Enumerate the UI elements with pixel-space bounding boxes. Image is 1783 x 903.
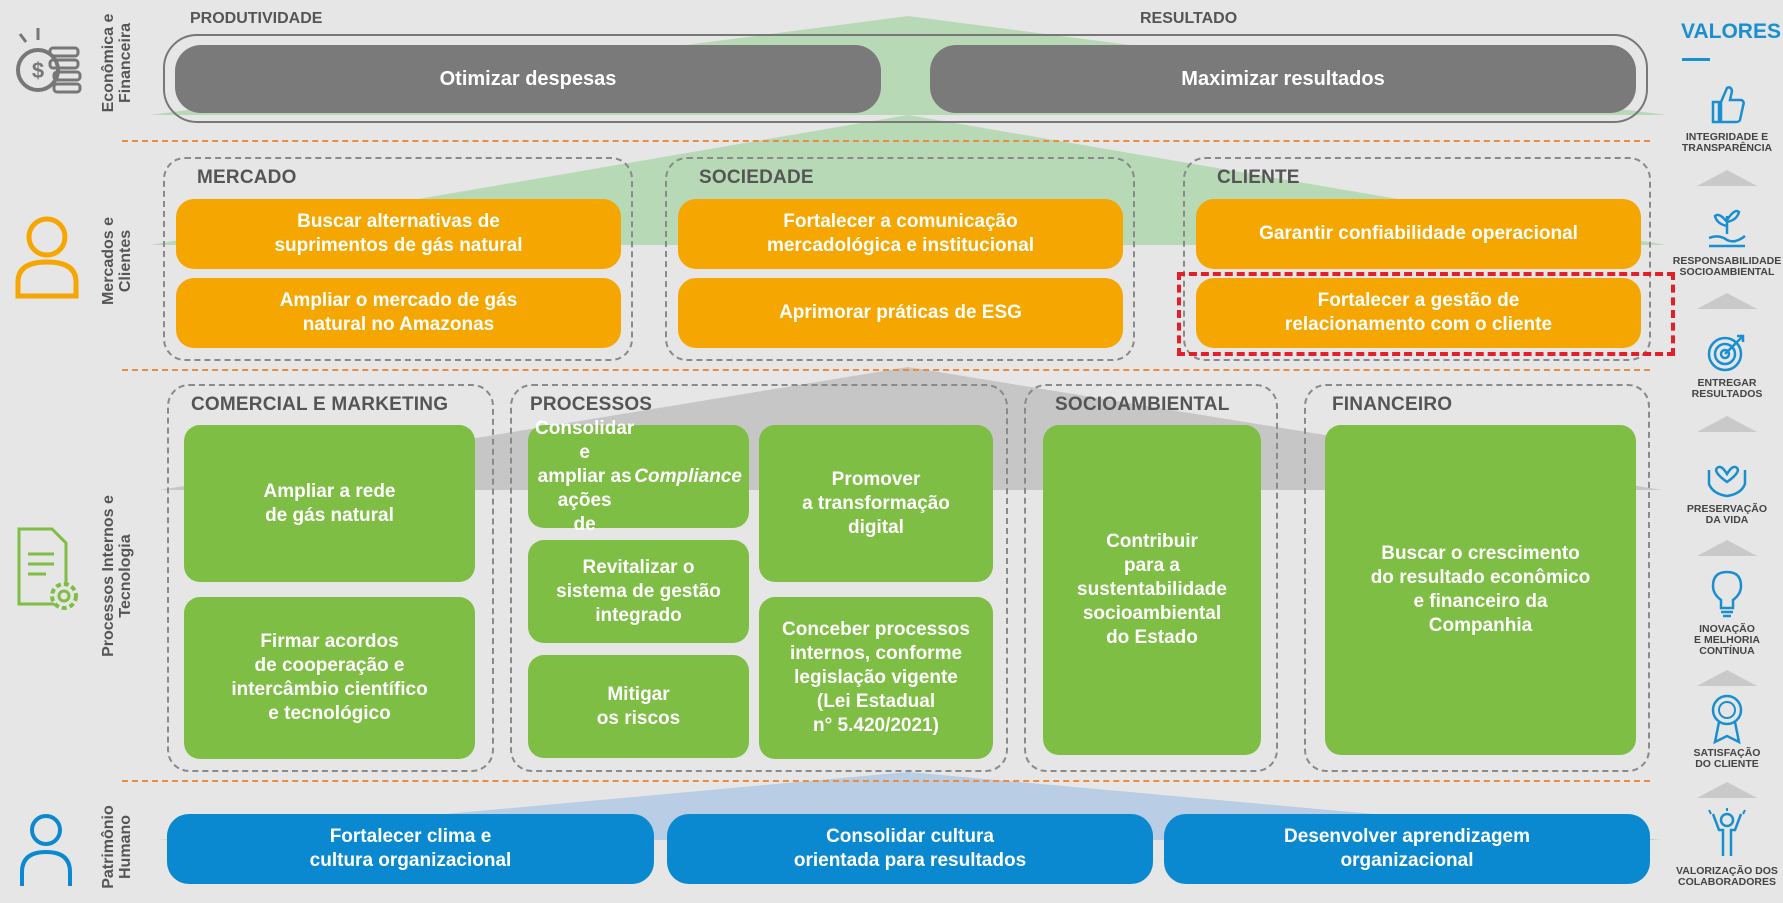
thumbs-up-icon [1672,82,1782,132]
objective-otimizar-despesas: Otimizar despesas [175,45,881,113]
objective-fortalecer-relacionamento: Fortalecer a gestão de relacionamento co… [1196,278,1641,348]
highlight-frame [1177,272,1675,356]
person-icon [12,212,82,302]
value-integridade: INTEGRIDADE E TRANSPARÊNCIA [1672,82,1782,154]
divider-1 [122,140,1650,142]
value-label: PRESERVAÇÃO DA VIDA [1686,503,1768,526]
value-inovacao: INOVAÇÃO E MELHORIA CONTÍNUA [1672,568,1782,657]
objective-mitigar-riscos: Mitigar os riscos [528,655,749,758]
value-label: VALORIZAÇÃO DOS COLABORADORES [1676,865,1778,888]
plant-hand-icon [1672,204,1782,256]
group-title-socioambiental: SOCIOAMBIENTAL [1055,394,1230,415]
group-mercado [163,157,633,361]
group-sociedade [665,157,1135,361]
value-label: INTEGRIDADE E TRANSPARÊNCIA [1681,131,1773,154]
heart-hands-icon [1672,452,1782,504]
objective-ampliar-mercado: Ampliar o mercado de gás natural no Amaz… [176,278,621,348]
money-coins-icon: $ [8,20,84,102]
objective-desenvolver-aprendizagem: Desenvolver aprendizagem organizacional [1164,814,1650,884]
group-title-financeiro: FINANCEIRO [1332,394,1453,415]
value-label: RESPONSABILIDADE SOCIOAMBIENTAL [1672,255,1782,278]
group-socioambiental [1024,384,1278,772]
value-valorizacao: VALORIZAÇÃO DOS COLABORADORES [1672,808,1782,888]
value-label: ENTREGAR RESULTADOS [1691,377,1763,400]
divider-2 [122,369,1650,371]
value-label: SATISFAÇÃO DO CLIENTE [1693,747,1761,770]
employee-icon [18,812,74,888]
chevron-up-icon [1697,170,1757,186]
group-title-processos: PROCESSOS [530,394,653,415]
value-satisfacao: SATISFAÇÃO DO CLIENTE [1672,692,1782,770]
objective-fortalecer-clima: Fortalecer clima e cultura organizaciona… [167,814,654,884]
objective-revitalizar-sistema: Revitalizar o sistema de gestão integrad… [528,540,749,643]
chevron-up-icon [1697,416,1757,432]
objective-consolidar-compliance: Consolidar e ampliar as ações de Complia… [528,418,749,535]
value-preservacao: PRESERVAÇÃO DA VIDA [1672,452,1782,526]
divider-3 [122,780,1650,782]
group-title-sociedade: SOCIEDADE [699,167,814,188]
chevron-up-icon [1697,540,1757,556]
lightbulb-icon [1672,568,1782,624]
group-title-cliente: CLIENTE [1217,167,1300,188]
target-icon [1672,330,1782,378]
objective-ampliar-rede: Ampliar a rede de gás natural [184,425,475,582]
objective-buscar-alternativas: Buscar alternativas de suprimentos de gá… [176,199,621,269]
valores-title: VALORES [1681,20,1781,43]
objective-conceber-processos: Conceber processos internos, conforme le… [759,597,993,759]
group-title-comercial: COMERCIAL E MARKETING [191,394,449,415]
chevron-up-icon [1697,670,1757,686]
objective-maximizar-resultados: Maximizar resultados [930,45,1636,113]
group-processos [510,384,1008,772]
label-produtividade: PRODUTIVIDADE [190,10,323,27]
award-icon [1672,692,1782,748]
label-resultado: RESULTADO [1140,10,1238,27]
valores-underline [1682,58,1710,61]
row-label-processos: Processos Internos e Tecnologia [100,495,134,657]
objective-contribuir-sustentabilidade: Contribuir para a sustentabilidade socio… [1043,425,1261,755]
group-comercial-marketing [167,384,494,772]
group-financeiro [1304,384,1650,772]
row-label-economica: Econômica e Financeira [100,13,134,113]
person-raised-icon [1672,808,1782,866]
row-label-mercados: Mercados e Clientes [100,216,134,306]
value-responsabilidade: RESPONSABILIDADE SOCIOAMBIENTAL [1672,204,1782,278]
row-label-patrimonio: Patrimônio Humano [100,805,134,889]
objective-buscar-crescimento: Buscar o crescimento do resultado econôm… [1325,425,1636,755]
document-gear-icon [14,524,84,616]
objective-aprimorar-esg: Aprimorar práticas de ESG [678,278,1123,348]
objective-transformacao-digital: Promover a transformação digital [759,425,993,582]
svg-text:$: $ [32,58,44,83]
objective-garantir-confiabilidade: Garantir confiabilidade operacional [1196,199,1641,269]
objective-fortalecer-comunicacao: Fortalecer a comunicação mercadológica e… [678,199,1123,269]
economica-frame [163,34,1648,123]
chevron-up-icon [1697,293,1757,309]
objective-firmar-acordos: Firmar acordos de cooperação e intercâmb… [184,597,475,759]
objective-consolidar-cultura: Consolidar cultura orientada para result… [667,814,1153,884]
value-label: INOVAÇÃO E MELHORIA CONTÍNUA [1694,623,1760,657]
group-title-mercado: MERCADO [197,167,297,188]
chevron-up-icon [1697,782,1757,798]
value-entregar: ENTREGAR RESULTADOS [1672,330,1782,400]
group-cliente [1183,157,1651,361]
